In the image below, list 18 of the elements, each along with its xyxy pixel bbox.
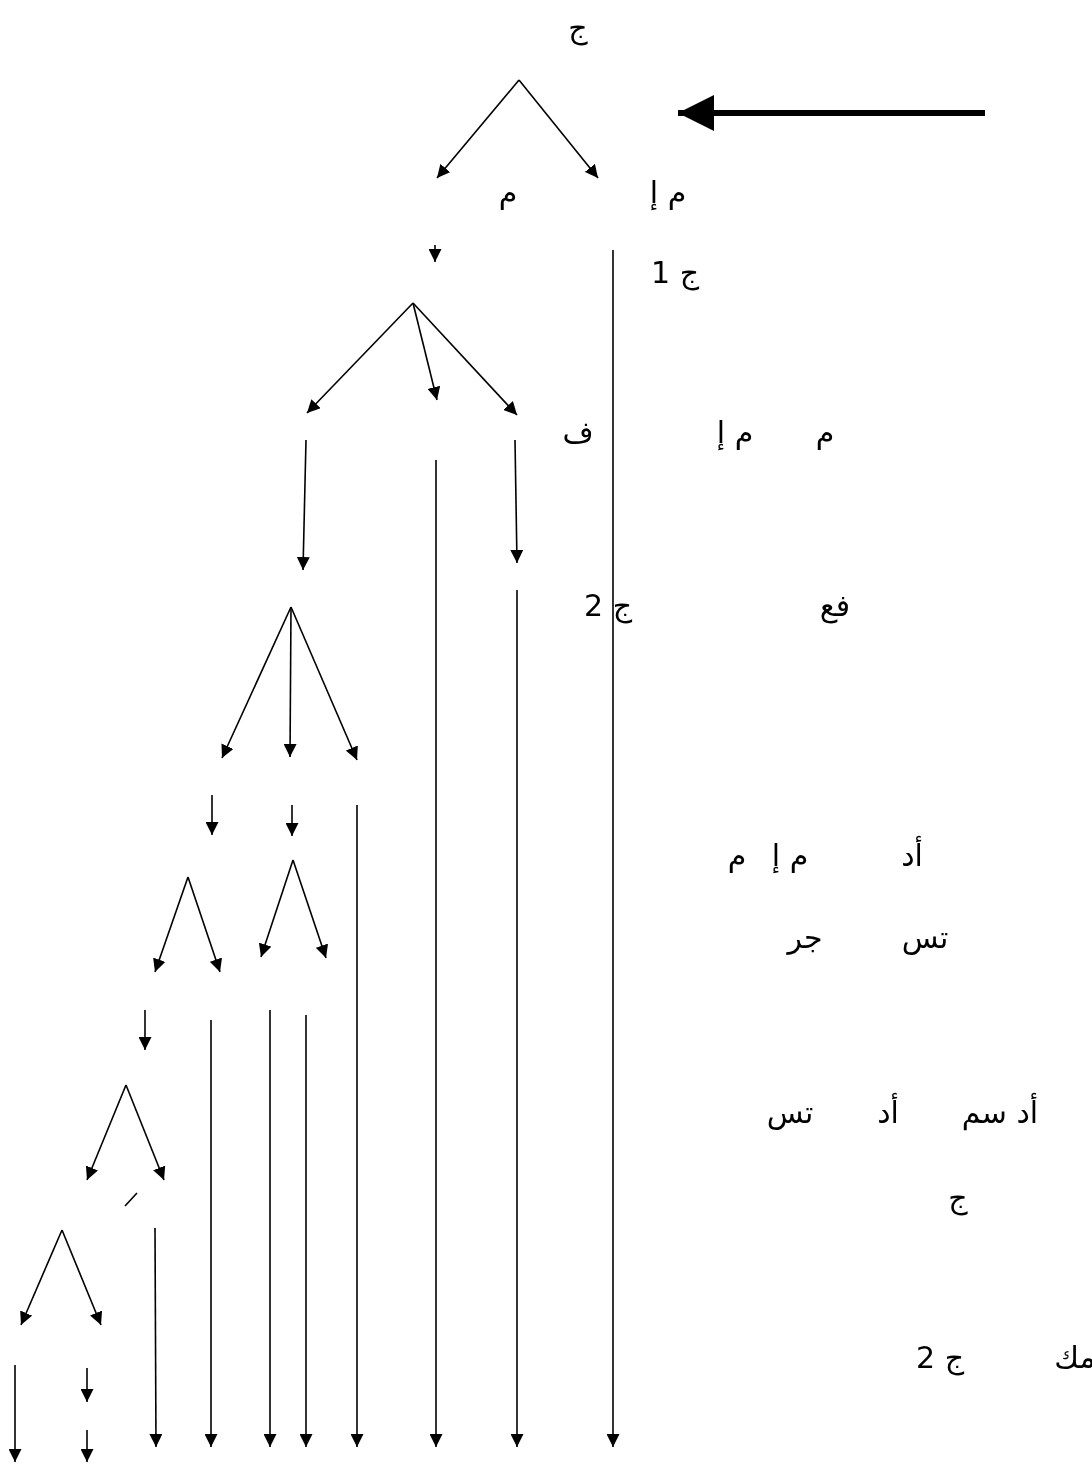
- arabic-text-label: فع: [819, 588, 851, 624]
- arabic-text-label: م إ: [649, 175, 687, 211]
- arabic-text-label: ج: [948, 1180, 968, 1216]
- arabic-text-label: تس: [766, 1095, 814, 1131]
- arabic-text-label: ج: [568, 10, 588, 46]
- arabic-text-label: جر: [787, 920, 823, 956]
- arabic-text-label: م إ: [771, 838, 809, 874]
- arabic-text-label: أد: [901, 838, 923, 874]
- arabic-text-label: ف: [562, 415, 594, 451]
- arabic-text-label: م: [498, 175, 518, 211]
- arabic-text-label: م: [727, 838, 747, 874]
- arabic-text-label: ج 1: [651, 255, 699, 291]
- arabic-text-label: م إ: [716, 415, 754, 451]
- arabic-text-label: ج 2: [584, 588, 632, 624]
- arabic-text-label: أد: [877, 1095, 899, 1131]
- arabic-text-label: م: [815, 415, 835, 451]
- arabic-text-label: ج 2: [916, 1340, 964, 1376]
- arabic-text-label: تس: [901, 920, 949, 956]
